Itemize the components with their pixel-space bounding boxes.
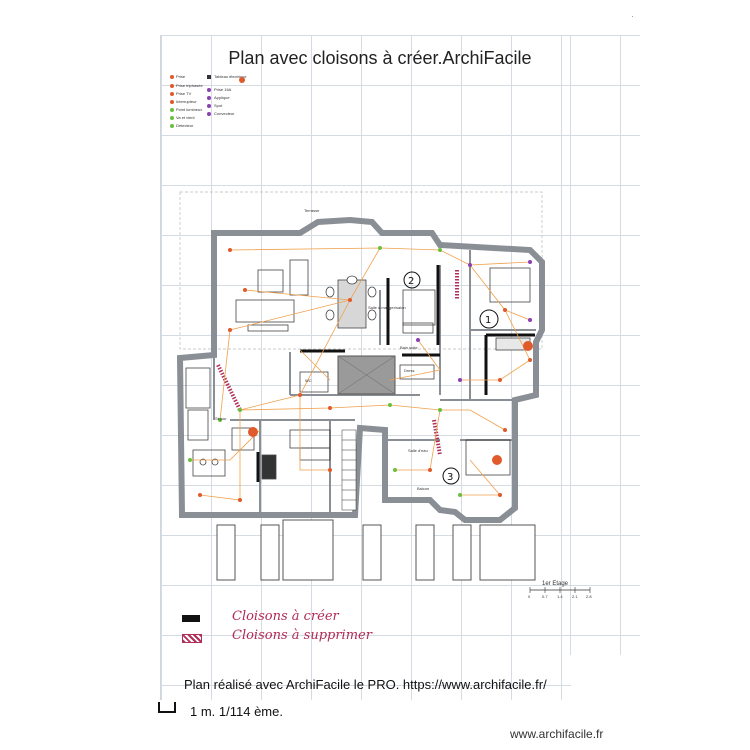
legend-item-11: Convecteur [214,111,235,116]
room-number-markers: 1 2 3 [403,271,499,485]
room-label-suite: Bain suite [400,345,418,350]
legend-item-7: Tableau électrique [214,74,247,79]
legend-item-9: Applique [214,95,230,100]
walls-to-delete [216,270,459,456]
room-number-2: 2 [408,276,414,287]
furniture [185,259,531,480]
room-label-wc: WC [305,378,312,383]
room-labels: Salle à manger/salon Bain suite Dress Sa… [215,305,429,491]
legend-item-6: Détecteur [176,123,194,128]
scale-tick-2: 1.4 [557,594,563,599]
window-frames [216,519,536,581]
room-label-living: Salle à manger/salon [368,305,406,310]
legend-item-4: Point lumineux [176,107,202,112]
delete-wall-swatch [182,634,202,643]
scale-tick-3: 2.1 [572,594,578,599]
stairs-flight [341,429,357,511]
legend-item-3: Interrupteur [176,99,197,104]
room-label-bathroom: Salle d'eau [408,448,428,453]
scale-text: 1 m. 1/114 ème. [190,704,283,719]
background-grid [570,35,640,655]
scale-icon [158,702,176,713]
delete-wall-label: Cloisons à supprimer [232,628,372,643]
floor-label: 1er Etage [542,581,569,587]
legend-item-10: Spot [214,103,223,108]
exterior-walls [176,216,545,523]
scale-tick-0: 0 [528,594,531,599]
room-number-1: 1 [485,315,491,326]
room-label-dress: Dress [404,368,414,373]
create-wall-label: Cloisons à créer [232,609,339,624]
legend-item-0: Prise [176,74,186,79]
legend-item-5: Va et vient [176,115,195,120]
electrical-points [188,246,533,502]
legend-item-8: Prise 16A [214,87,232,92]
room-label-balcony: Balcon [417,486,429,491]
create-wall-swatch [182,615,200,622]
legend-item-2: Prise TV [176,91,192,96]
plan-title: Plan avec cloisons à créer.ArchiFacile [228,48,532,68]
scale-bar: 0 0.7 1.4 2.1 2.8 [528,587,592,599]
scale-tick-1: 0.7 [542,594,548,599]
legend-item-1: Prise triphasée [176,83,203,88]
corner-mark: · [631,12,634,21]
room-number-3: 3 [447,472,453,483]
room-label-sejour: Séjour [215,416,227,421]
watermark: www.archifacile.fr [510,727,604,741]
terrace-label: Terrasse [304,208,320,213]
credit-text: Plan réalisé avec ArchiFacile le PRO. ht… [184,677,547,692]
walls-to-create [256,265,535,482]
scale-tick-4: 2.8 [586,594,592,599]
symbol-legend: Prise Prise triphasée Prise TV Interrupt… [170,74,247,128]
